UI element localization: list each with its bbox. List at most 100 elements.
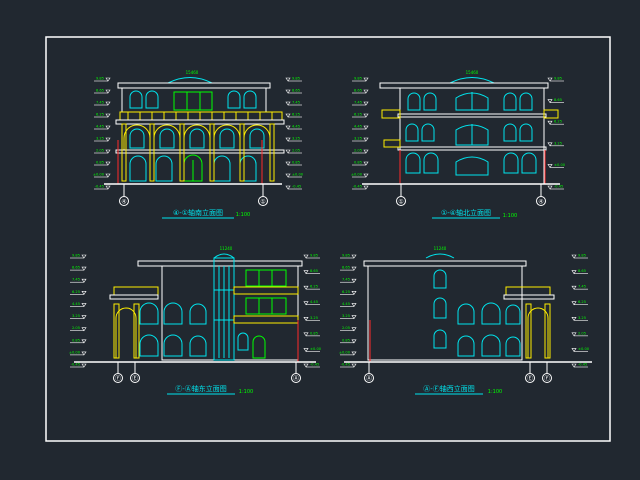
west-axis-label-e: Ⓔ xyxy=(527,375,533,383)
level-value: 9.85 xyxy=(354,77,362,81)
level-value: 0.85 xyxy=(72,338,80,342)
level-triangle xyxy=(303,301,309,306)
level-triangle xyxy=(363,89,369,94)
level-value: 8.65 xyxy=(578,269,586,273)
east-porch-column-right xyxy=(133,303,140,359)
south-second-floor-windows xyxy=(129,128,265,149)
level-triangle xyxy=(363,149,369,154)
west-caption: Ⓐ-Ⓕ轴西立面图 xyxy=(423,384,475,393)
level-triangle xyxy=(547,142,553,147)
level-value: 6.25 xyxy=(72,290,80,294)
level-value: 6.25 xyxy=(342,290,350,294)
level-value: -0.45 xyxy=(292,185,301,189)
level-value: ±0.00 xyxy=(351,173,363,177)
north-axis-bubble-right xyxy=(536,196,546,206)
level-triangle xyxy=(105,137,111,142)
south-elevation: ④ ① 15460 ④-①轴南立面图 1:100 xyxy=(104,70,285,219)
south-balcony-railing xyxy=(119,111,283,121)
level-triangle xyxy=(105,77,111,82)
level-triangle xyxy=(363,77,369,82)
level-triangle xyxy=(81,303,87,307)
level-triangle xyxy=(285,137,291,142)
west-porch-column-left xyxy=(525,303,532,359)
south-caption: ④-①轴南立面图 xyxy=(173,208,223,217)
north-stair-window-low xyxy=(455,156,489,176)
level-value: 6.25 xyxy=(554,120,562,124)
west-porch-roof xyxy=(505,286,551,296)
level-value: -0.45 xyxy=(353,185,362,189)
north-axis-bubble-left xyxy=(396,196,406,206)
level-value: -0.45 xyxy=(341,363,350,367)
north-roof-cornice xyxy=(379,82,549,89)
level-value: ±0.00 xyxy=(339,350,351,354)
south-roof-dome xyxy=(167,77,213,84)
level-triangle xyxy=(81,363,87,368)
west-porch-arch xyxy=(527,307,549,358)
level-value: 2.05 xyxy=(578,331,586,335)
level-value: 3.25 xyxy=(554,141,562,145)
level-triangle xyxy=(351,351,357,356)
south-axis-label-right: ① xyxy=(260,199,265,206)
level-value: 6.25 xyxy=(310,285,318,289)
level-value: 2.05 xyxy=(96,149,104,153)
north-axis-label-right: ④ xyxy=(538,199,543,206)
level-value: 9.85 xyxy=(578,254,586,258)
level-value: 7.45 xyxy=(96,101,104,105)
level-value: 7.45 xyxy=(354,101,362,105)
level-triangle xyxy=(571,301,577,306)
level-value: 8.65 xyxy=(310,269,318,273)
east-porch-arch xyxy=(115,307,137,358)
level-value: 6.25 xyxy=(96,113,104,117)
level-value: 8.65 xyxy=(292,89,300,93)
level-triangle xyxy=(363,161,369,166)
west-axis-label-f: Ⓕ xyxy=(544,375,550,383)
east-elevation: Ⓕ Ⓔ Ⓐ 11240 Ⓕ-Ⓐ轴东立面图 1:100 xyxy=(74,246,316,395)
north-elevation: ① ④ 15460 ①-④轴北立面图 1:100 xyxy=(362,70,560,219)
east-axis-bubble-f xyxy=(113,373,123,383)
west-axis-bubble-e xyxy=(525,373,535,383)
level-triangle xyxy=(351,278,357,283)
level-value: ±0.00 xyxy=(554,163,566,167)
level-value: 7.45 xyxy=(72,278,80,282)
north-right-balcony xyxy=(543,109,559,119)
east-axis-label-e: Ⓔ xyxy=(132,375,138,383)
level-value: 4.45 xyxy=(354,125,362,129)
level-triangle xyxy=(285,77,291,82)
level-triangle xyxy=(351,254,357,259)
level-value: -0.45 xyxy=(310,363,319,367)
east-axis-bubble-e xyxy=(130,373,140,383)
level-triangle xyxy=(105,89,111,94)
north-scale: 1:100 xyxy=(503,213,517,219)
level-value: -0.45 xyxy=(95,185,104,189)
level-triangle xyxy=(81,327,87,332)
level-triangle xyxy=(571,316,577,321)
level-triangle xyxy=(351,303,357,307)
west-top-dimension: 11240 xyxy=(434,246,447,251)
level-value: -0.45 xyxy=(554,185,563,189)
north-ground-floor-windows xyxy=(405,152,537,174)
north-caption: ①-④轴北立面图 xyxy=(441,208,491,217)
south-axis-label-left: ④ xyxy=(121,199,126,206)
level-triangle xyxy=(571,270,577,275)
north-stair-window-mid xyxy=(455,124,489,146)
level-value: 3.25 xyxy=(96,137,104,141)
west-porch-column-right xyxy=(544,303,551,359)
level-value: 8.65 xyxy=(72,266,80,270)
level-value: 3.25 xyxy=(578,316,586,320)
west-windows xyxy=(433,269,521,357)
level-triangle xyxy=(351,339,357,344)
level-triangle xyxy=(303,316,309,321)
level-triangle xyxy=(105,101,111,106)
level-value: 0.85 xyxy=(96,161,104,165)
level-value: 3.25 xyxy=(292,137,300,141)
level-value: 2.05 xyxy=(342,326,350,330)
level-triangle xyxy=(351,315,357,320)
level-triangle xyxy=(363,125,369,130)
level-triangle xyxy=(81,351,87,356)
east-scale: 1:100 xyxy=(239,389,253,395)
level-triangle xyxy=(547,185,553,190)
south-third-floor-windows xyxy=(129,90,257,109)
level-value: 9.85 xyxy=(310,254,318,258)
level-triangle xyxy=(285,185,291,190)
